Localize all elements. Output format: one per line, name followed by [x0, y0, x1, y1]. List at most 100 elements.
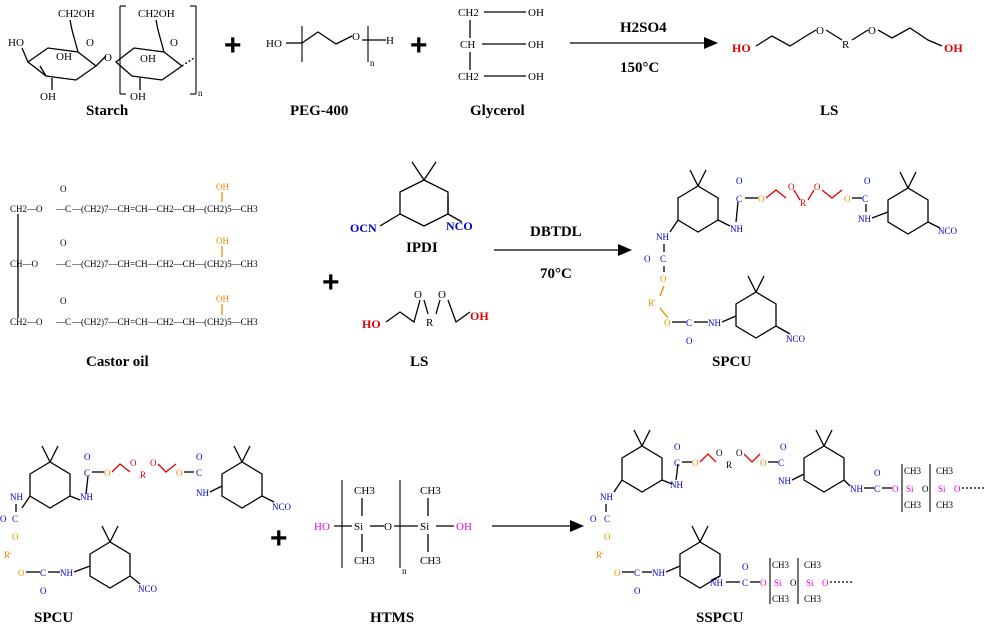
ls-oh: OH	[944, 41, 963, 55]
sspcu-o-12: O	[634, 586, 641, 596]
spcu3-c-3: C	[12, 514, 18, 524]
spcu-nco-1: NCO	[938, 226, 958, 236]
spcu-o-1: O	[736, 176, 743, 186]
ipdi-nco: NCO	[446, 219, 473, 233]
sspcu-o-2: O	[692, 458, 699, 468]
sspcu-label: SSPCU	[696, 610, 744, 626]
htms-ho: HO	[314, 521, 330, 533]
sspcu-ch3-4: CH3	[936, 500, 954, 510]
sspcu-rp: R'	[596, 550, 604, 560]
starch-oh-3: OH	[40, 91, 56, 103]
spcu-nh-3: NH	[858, 214, 871, 224]
spcu3-ls-o-2: O	[150, 458, 157, 468]
castor-chain-1: —(CH2)7—CH=CH—CH2—CH—(CH2)5—CH3	[71, 204, 258, 214]
spcu-o-4: O	[864, 176, 871, 186]
sspcu-nh-6: NH	[710, 578, 723, 588]
spcu3-o-6: O	[12, 532, 19, 542]
spcu-o-7: O	[664, 318, 671, 328]
sspcu-o-4: O	[780, 442, 787, 452]
spcu-nh-2: NH	[730, 224, 743, 234]
spcu3-nh-4: NH	[60, 568, 73, 578]
spcu-o-5: O	[644, 254, 651, 264]
starch-ho-1: HO	[8, 37, 24, 49]
ls-label: LS	[820, 103, 838, 119]
starch-oh-2: OH	[56, 51, 72, 63]
htms-si-2: Si	[420, 521, 429, 533]
spcu-ls-o-1: O	[788, 182, 795, 192]
starch-structure: CH2OH HO OH OH O O n CH2OH OH OH O	[8, 5, 203, 103]
sspcu-o-8: O	[954, 484, 961, 494]
sspcu-ch3-7: CH3	[804, 560, 822, 570]
peg-label: PEG-400	[290, 103, 348, 119]
peg-o: O	[352, 31, 360, 43]
sspcu-o-1: O	[674, 442, 681, 452]
ls2-oh: OH	[470, 309, 489, 323]
ls-ho: HO	[732, 41, 751, 55]
sspcu-nh-4: NH	[850, 484, 863, 494]
plus-2: +	[410, 29, 428, 62]
ls-r: R	[842, 39, 850, 51]
spcu3-nh-1: NH	[10, 492, 23, 502]
starch-ring-o-1: O	[86, 37, 94, 49]
htms-structure: HO Si CH3 CH3 O n Si CH3 CH3 OH	[314, 480, 472, 576]
glycerol-ch2-2: CH2	[458, 71, 479, 83]
spcu-structure: NH NH C O O O R O O C O NH NCO C O O R'	[644, 169, 958, 346]
sspcu-o-15: O	[790, 578, 797, 588]
castor-oil-structure: CH2—O CH—O CH2—O —C —C —C O O O —(CH2)7—…	[10, 182, 258, 327]
sspcu-nh-5: NH	[652, 568, 665, 578]
sspcu-ls-o-2: O	[736, 448, 743, 458]
temperature-1: 150°C	[620, 60, 659, 76]
sspcu-c-1: C	[674, 458, 680, 468]
sspcu-o-3: O	[760, 458, 767, 468]
spcu-c-3: C	[660, 254, 666, 264]
spcu3-o-7: O	[18, 568, 25, 578]
catalyst-1: H2SO4	[620, 20, 667, 36]
castor-o-3: O	[60, 296, 67, 306]
peg-structure: HO O n H	[266, 26, 394, 68]
spcu3-o-5: O	[0, 514, 7, 524]
ipdi-ocn: OCN	[350, 221, 377, 235]
starch-link-o: O	[104, 52, 112, 64]
spcu-ls-o-2: O	[814, 182, 821, 192]
htms-ch3-2: CH3	[354, 555, 375, 567]
htms-n: n	[402, 566, 407, 576]
sspcu-ch3-1: CH3	[904, 466, 922, 476]
spcu-label: SPCU	[712, 354, 751, 370]
castor-ch: CH—O	[10, 259, 39, 269]
spcu3-nco-1: NCO	[272, 502, 292, 512]
sspcu-si-3: Si	[774, 578, 782, 588]
starch-label: Starch	[86, 103, 129, 119]
castor-chain-2: —(CH2)7—CH=CH—CH2—CH—(CH2)5—CH3	[71, 259, 258, 269]
ipdi-structure: OCN NCO	[350, 161, 473, 235]
spcu3-o-8: O	[40, 586, 47, 596]
ls2-o-1: O	[414, 289, 422, 301]
castor-chain-3: —(CH2)7—CH=CH—CH2—CH—(CH2)5—CH3	[71, 317, 258, 327]
htms-label: HTMS	[370, 610, 414, 626]
ls-o-2: O	[868, 25, 876, 37]
ls-structure: HO O R O OH	[732, 25, 963, 55]
glycerol-structure: CH2 OH CH OH CH2 OH	[458, 7, 544, 83]
ls2-label: LS	[410, 354, 428, 370]
ipdi-label: IPDI	[406, 240, 438, 256]
spcu-reactant-structure: NH NH C O O O R O O C O NH NCO C O O R' …	[0, 445, 292, 596]
castor-ester-2: —C	[55, 259, 71, 269]
plus-3: +	[322, 266, 340, 299]
ls2-o-2: O	[438, 289, 446, 301]
ls-o-1: O	[816, 25, 824, 37]
sspcu-ch3-5: CH3	[772, 560, 790, 570]
temperature-2: 70°C	[540, 266, 572, 282]
spcu3-nh-3: NH	[196, 488, 209, 498]
castor-ch2-1: CH2—O	[10, 204, 43, 214]
sspcu-c-4: C	[604, 514, 610, 524]
sspcu-si-1: Si	[906, 484, 914, 494]
peg-n: n	[370, 58, 375, 68]
glycerol-oh-1: OH	[528, 7, 544, 19]
glycerol-ch: CH	[460, 39, 475, 51]
spcu-o-3: O	[844, 194, 851, 204]
starch-n: n	[198, 88, 203, 98]
sspcu-ch3-3: CH3	[936, 466, 954, 476]
spcu-nco-2: NCO	[786, 334, 806, 344]
spcu3-o-3: O	[176, 468, 183, 478]
ls2-ho: HO	[362, 317, 381, 331]
reaction-arrow-3	[492, 520, 584, 532]
